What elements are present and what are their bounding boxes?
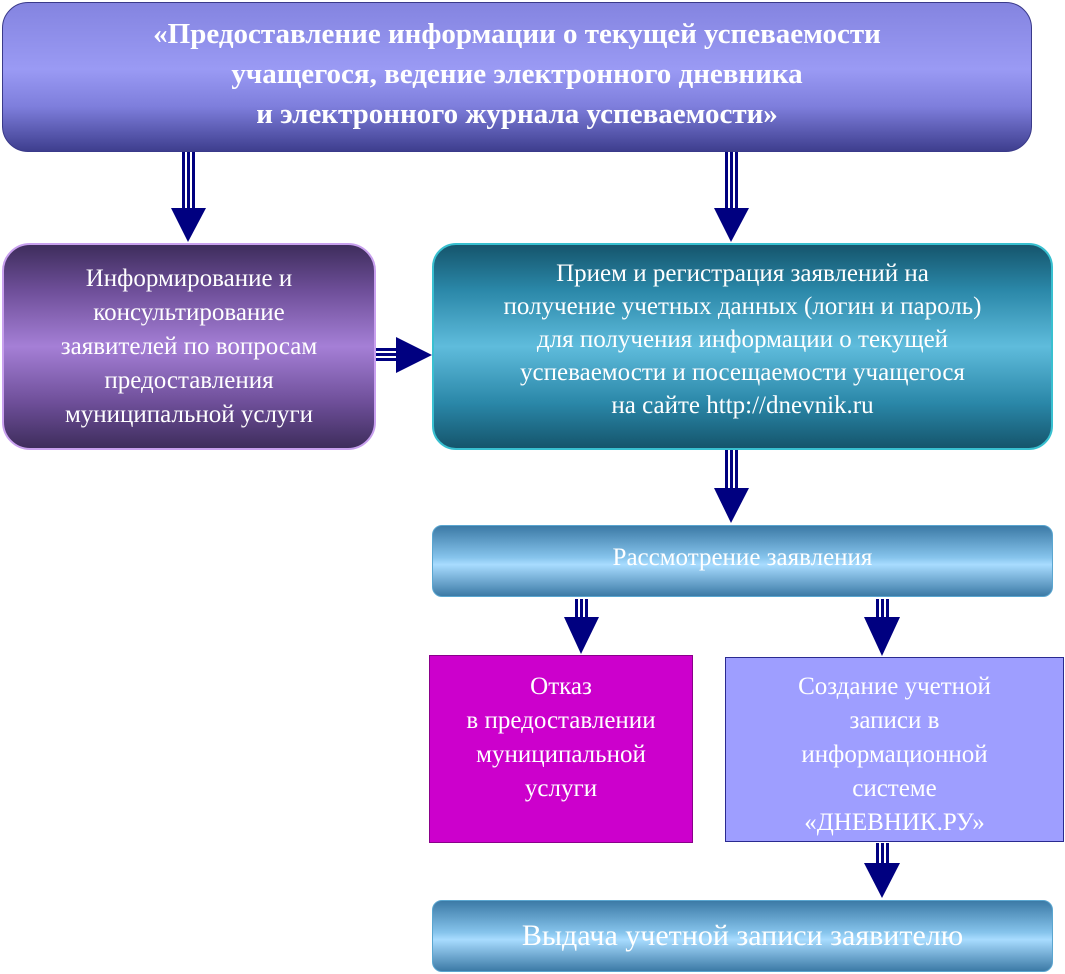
account-creation-line: записи в [849,707,940,734]
account-issue-box: Выдача учетной записи заявителю [432,900,1053,972]
application-review-box: Рассмотрение заявления [432,525,1053,597]
informing-text: Информирование и консультирование заявит… [61,262,317,432]
reception-line: получение учетных данных (логин и пароль… [503,293,982,320]
refusal-line: услуги [524,775,598,802]
refusal-line: Отказ [530,673,592,700]
arrow-title-to-reception [714,152,749,242]
arrow-create-to-issue [864,843,900,898]
account-creation-text: Создание учетной записи в информационной… [798,670,991,840]
arrow-review-to-create [864,599,900,656]
reception-line: для получения информации о текущей [536,326,949,353]
title-line: учащегося, ведение электронного дневника [231,58,803,90]
refusal-box: Отказ в предоставлении муниципальной усл… [429,655,693,843]
refusal-text: Отказ в предоставлении муниципальной усл… [466,670,655,806]
informing-line: муниципальной услуги [64,400,314,428]
account-creation-line: системе [852,775,937,802]
reception-line: успеваемости и посещаемости учащегося [520,359,965,386]
arrow-reception-to-review [714,450,749,523]
account-creation-line: Создание учетной [798,673,991,700]
service-title-text: «Предоставление информации о текущей усп… [153,14,881,134]
informing-line: предоставления [104,366,274,394]
service-title-box: «Предоставление информации о текущей усп… [2,2,1032,152]
reception-registration-box: Прием и регистрация заявлений на получен… [432,243,1053,450]
informing-line: Информирование и [85,264,293,292]
informing-line: заявителей по вопросам [60,332,318,360]
issue-text: Выдача учетной записи заявителю [521,919,964,952]
reception-text: Прием и регистрация заявлений на получен… [504,257,982,422]
title-line: «Предоставление информации о текущей усп… [153,18,881,50]
arrow-inform-to-reception [376,337,432,373]
account-creation-box: Создание учетной записи в информационной… [725,657,1064,842]
refusal-line: в предоставлении [466,707,656,734]
account-creation-line: информационной [801,741,988,768]
reception-line: Прием и регистрация заявлений на [556,260,929,287]
arrow-review-to-refusal [564,599,599,654]
review-text: Рассмотрение заявления [612,544,873,571]
title-line: и электронного журнала успеваемости» [256,98,778,130]
refusal-line: муниципальной [476,741,646,768]
informing-box: Информирование и консультирование заявит… [2,243,376,450]
reception-line: на сайте http://dnevnik.ru [611,392,874,419]
informing-line: консультирование [93,298,285,326]
account-creation-line: «ДНЕВНИК.РУ» [804,809,985,836]
arrow-title-to-inform [171,152,206,242]
